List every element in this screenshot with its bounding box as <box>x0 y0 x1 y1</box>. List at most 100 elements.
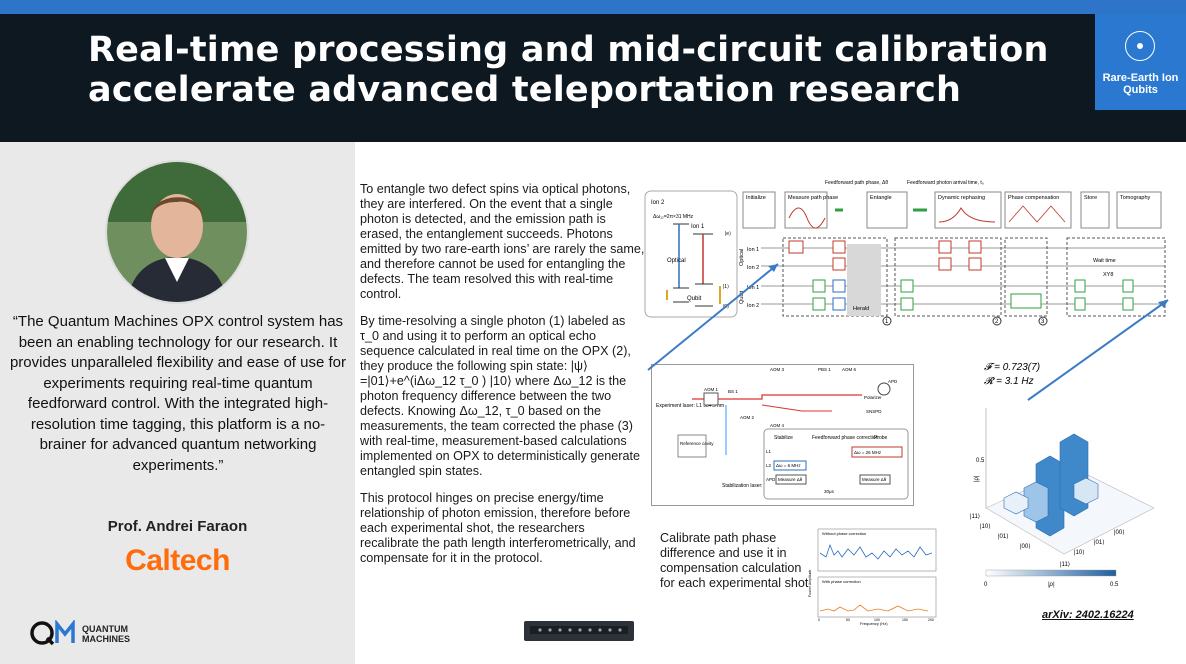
marker-1: 1 <box>885 319 889 325</box>
state-1: |1⟩ <box>723 284 729 290</box>
marker-2: 2 <box>995 319 999 325</box>
timeline-measure: Measure Δθ <box>862 477 887 482</box>
rate-value: 𝓡 = 3.1 Hz <box>984 376 1034 387</box>
spectrum-ylabel: Fourier Amplitude <box>808 570 812 597</box>
step-label: Phase compensation <box>1008 195 1059 201</box>
polarizer-label: Polarizer <box>864 395 882 400</box>
colorbar-label: |ρ| <box>1048 582 1055 588</box>
spectrum-top-title: Without phase correction <box>822 531 866 536</box>
state-e: |e⟩ <box>725 231 731 237</box>
page-title: Real-time processing and mid-circuit cal… <box>88 30 1049 110</box>
callout-arrows <box>647 263 1169 401</box>
basis-label: |00⟩ <box>1114 529 1125 536</box>
xy8-label: XY8 <box>1103 272 1113 278</box>
spectrum-xtick: 50 <box>846 618 850 622</box>
wait-time-label: Wait time <box>1093 258 1116 264</box>
basis-label: |11⟩ <box>970 513 980 520</box>
basis-label: |11⟩ <box>1060 561 1070 568</box>
portrait-image <box>107 162 247 302</box>
header-bar <box>0 14 1186 142</box>
z-axis-label: |ρ| <box>974 475 980 482</box>
phase-spectrum-figure: Without phase correction With phase corr… <box>808 528 937 626</box>
density-matrix-figure: 𝓕 = 0.723(7) 𝓡 = 3.1 Hz 0.5 |ρ| |11⟩ |10… <box>970 362 1155 588</box>
z-tick: 0.5 <box>976 458 985 464</box>
ion-1-label: Ion 1 <box>691 224 705 230</box>
pbs-label: PBS 1 <box>818 367 831 372</box>
row-label: Ion 2 <box>747 265 759 271</box>
quantum-machines-wordmark: QUANTUM MACHINES <box>82 624 130 644</box>
arxiv-link[interactable]: arXiv: 2402.16224 <box>1042 609 1134 621</box>
step-label: Initialize <box>746 195 766 201</box>
spectrum-xtick: 0 <box>818 618 820 622</box>
timeline-duration: 30μs <box>824 489 835 494</box>
basis-label: |10⟩ <box>980 523 991 530</box>
row-label: Ion 1 <box>747 247 759 253</box>
aom-label: AOM 4 <box>770 423 785 428</box>
apd-label: APD <box>888 379 898 384</box>
paragraph-1: To entangle two defect spins via optical… <box>360 182 645 301</box>
spectrum-xtick: 200 <box>928 618 934 622</box>
badge-label: Rare-Earth Ion Qubits <box>1102 72 1179 96</box>
testimonial-quote: “The Quantum Machines OPX control system… <box>9 313 347 474</box>
spectrum-xtick: 150 <box>902 618 908 622</box>
cavity-label: Reference cavity <box>680 441 714 446</box>
timeline-dw: Δω = 26 MHz <box>854 450 882 455</box>
step-label: Entangle <box>870 195 892 201</box>
speaker-name: Prof. Andrei Faraon <box>107 518 248 535</box>
colorbar-max: 0.5 <box>1110 582 1119 588</box>
snspd-label: SNSPD <box>866 409 882 414</box>
calibration-caption: Calibrate path phase difference and use … <box>660 531 809 590</box>
timeline-apd: APD <box>766 477 776 482</box>
paragraph-2: By time-resolving a single photon (1) la… <box>360 314 641 478</box>
timeline-stabilize: Stabilize <box>774 435 793 441</box>
aom-label: AOM 2 <box>740 415 755 420</box>
laser-1-label: Experiment laser: L1 984.5 nm <box>656 403 724 409</box>
step-label: Measure path phase <box>788 195 838 201</box>
note-path-phase: Feedforward path phase, Δθ <box>825 180 888 186</box>
category-badge: Rare-Earth Ion Qubits <box>1095 14 1186 110</box>
step-label: Dynamic rephasing <box>938 195 985 201</box>
institution-logo: Caltech <box>125 544 230 577</box>
group-label: Optical <box>739 249 745 266</box>
avatar <box>105 160 249 304</box>
opx-device-image <box>524 621 634 641</box>
basis-label: |01⟩ <box>998 533 1009 540</box>
optical-setup-figure: Experiment laser: L1 984.5 nm Stabilizat… <box>651 364 914 506</box>
timeline-feedforward: Feedforward phase correction <box>812 435 879 441</box>
paragraph-3: This protocol hinges on precise energy/t… <box>360 491 636 565</box>
fidelity-value: 𝓕 = 0.723(7) <box>984 362 1040 373</box>
row-label: Ion 1 <box>747 285 759 291</box>
spectrum-xlabel: Frequency (Hz) <box>860 621 888 626</box>
row-label: Ion 2 <box>747 303 759 309</box>
qubit-label: Qubit <box>687 296 702 302</box>
colorbar-min: 0 <box>984 582 988 588</box>
timeline-l2-value: Δω = 6 MHz <box>776 463 801 468</box>
optical-label: Optical <box>667 258 686 264</box>
spectrum-bottom-title: With phase correction <box>822 579 861 584</box>
spectrum-xtick: 100 <box>874 618 880 622</box>
laser-2-label: Stabilization laser: L2 987.9 nm <box>722 483 792 489</box>
delta-label: Δω₁₂=2π×31 MHz <box>653 214 694 220</box>
aom-label: AOM 1 <box>704 387 719 392</box>
step-label: Tomography <box>1120 195 1151 201</box>
basis-label: |00⟩ <box>1020 543 1031 550</box>
timeline-l2: L2 <box>766 463 772 468</box>
bs-label: BS 1 <box>728 389 738 394</box>
basis-label: |01⟩ <box>1094 539 1105 546</box>
quantum-machines-logo-icon <box>30 620 75 646</box>
top-accent-bar <box>0 0 1186 14</box>
logo-line-1: QUANTUM <box>82 624 128 634</box>
herald-label: Herald <box>853 306 869 312</box>
basis-label: |10⟩ <box>1074 549 1085 556</box>
ion-2-label: Ion 2 <box>651 200 665 206</box>
article-body: To entangle two defect spins via optical… <box>360 182 645 578</box>
timeline-measure: Measure Δθ <box>778 477 803 482</box>
timeline-probe: Probe <box>874 435 888 441</box>
group-label: Qubit <box>739 290 745 304</box>
step-label: Store <box>1084 195 1097 201</box>
aom-label: AOM 6 <box>842 367 857 372</box>
logo-line-2: MACHINES <box>82 634 131 644</box>
marker-3: 3 <box>1041 319 1045 325</box>
note-arrival-time: Feedforward photon arrival time, t₀ <box>907 180 984 186</box>
pulse-sequence-figure: Ion 2 Ion 1 Δω₁₂=2π×31 MHz Optical Qubit… <box>644 180 1166 326</box>
